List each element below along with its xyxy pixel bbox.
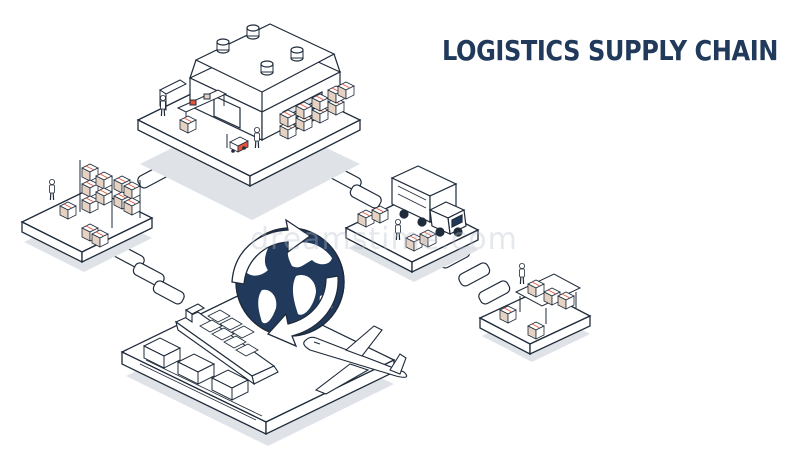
cargo-ship-icon <box>174 303 279 386</box>
worker-icon <box>48 178 56 201</box>
shelving-icon <box>79 160 141 228</box>
freight-train-icon <box>139 337 263 421</box>
connector-pill <box>349 184 382 209</box>
storage-platform <box>20 160 154 272</box>
airplane-icon <box>303 325 408 395</box>
warehouse-platform <box>136 23 362 220</box>
transport-platform <box>120 289 408 446</box>
truck-icon <box>390 165 467 237</box>
connector-pill <box>458 262 491 287</box>
delivery-platform <box>478 262 592 362</box>
page-title: LOGISTICS SUPPLY CHAIN <box>442 34 778 67</box>
rotation-arrows-icon <box>231 218 339 348</box>
watermark: dreamstime.com <box>250 222 518 257</box>
conveyor-line <box>159 79 228 124</box>
pallet-icon <box>179 115 197 134</box>
connector-pill <box>478 280 511 305</box>
connector-pill <box>152 280 185 305</box>
truck-platform <box>344 165 480 282</box>
worker-icon <box>518 262 526 285</box>
